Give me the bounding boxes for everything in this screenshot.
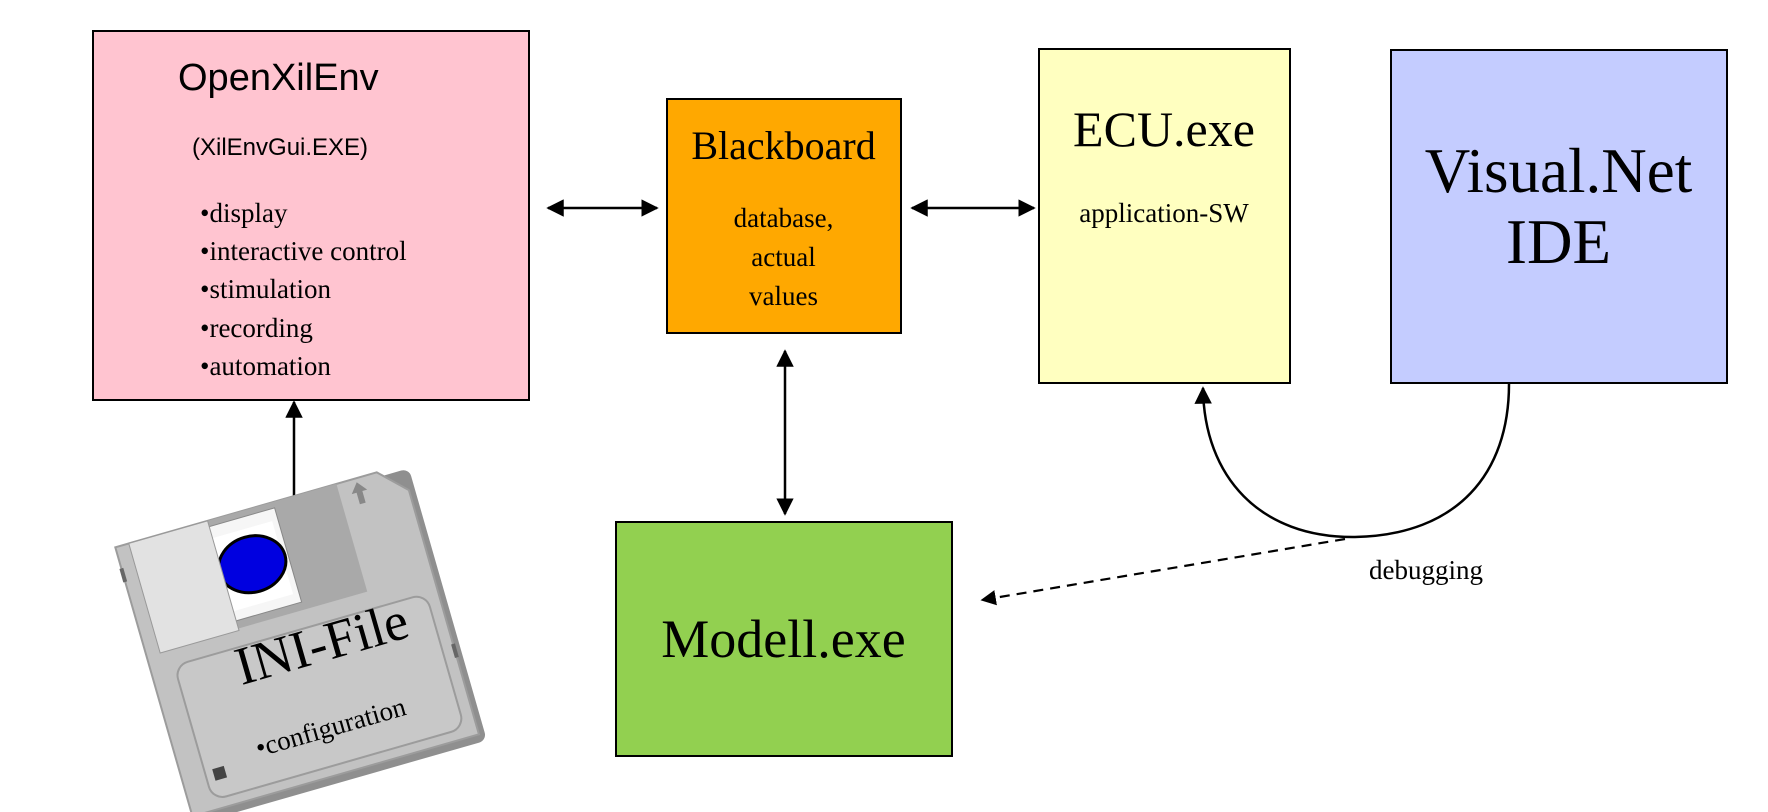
openxilenv-subtitle: (XilEnvGui.EXE): [192, 134, 369, 161]
openxilenv-feature-interactive-control: •interactive control: [200, 236, 407, 266]
visualnet-ecu-debug-arc: [1194, 383, 1511, 539]
blackboard-line-actual: actual: [751, 242, 816, 272]
visualnet-line-1: Visual.Net: [1424, 136, 1693, 206]
openxilenv-feature-stimulation: •stimulation: [200, 274, 331, 304]
debug-modell-dashed-arrow: [980, 537, 1346, 606]
modell-title: Modell.exe: [661, 609, 906, 669]
blackboard-title: Blackboard: [691, 123, 876, 168]
ecu-box: ECU.exe application-SW: [1038, 48, 1291, 384]
modell-box: Modell.exe: [615, 521, 953, 757]
ecu-subtitle: application-SW: [1079, 198, 1249, 228]
ecu-title: ECU.exe: [1073, 101, 1255, 157]
openxilenv-title: OpenXilEnv: [178, 57, 379, 99]
blackboard-line-database: database,: [733, 203, 834, 233]
openxilenv-box: OpenXilEnv (XilEnvGui.EXE) •display •int…: [92, 30, 530, 401]
openxilenv-feature-automation: •automation: [200, 351, 331, 381]
openxilenv-feature-recording: •recording: [200, 313, 313, 343]
visualnet-ide-box: Visual.Net IDE: [1390, 49, 1728, 384]
blackboard-line-values: values: [749, 281, 818, 311]
debugging-label: debugging: [1369, 555, 1483, 585]
blackboard-box: Blackboard database, actual values: [666, 98, 902, 334]
openxilenv-feature-display: •display: [200, 198, 288, 228]
visualnet-line-2: IDE: [1506, 207, 1611, 277]
